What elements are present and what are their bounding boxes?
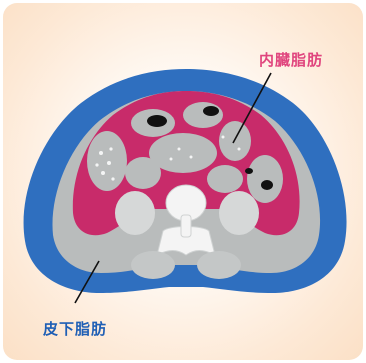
diagram-card: 内臓脂肪 皮下脂肪 [3,3,363,360]
visceral-fat-label: 内臓脂肪 [259,49,323,70]
subcutaneous-fat-label: 皮下脂肪 [43,318,107,339]
